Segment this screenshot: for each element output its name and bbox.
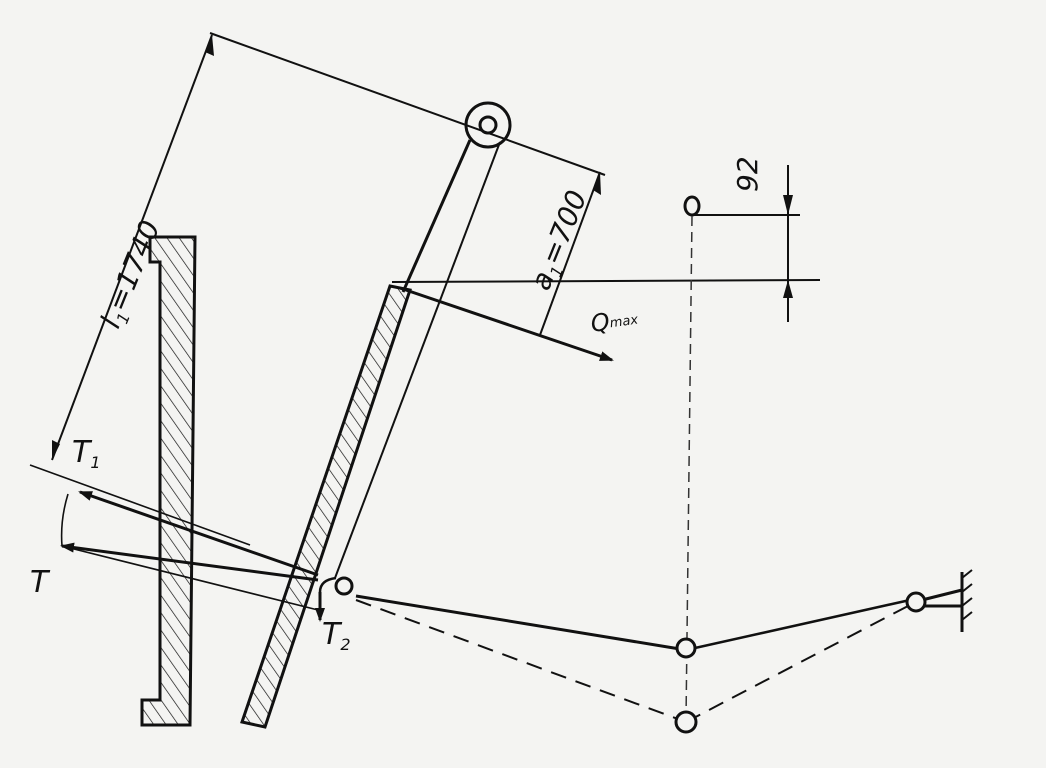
toggle-linkage [334,576,911,659]
vertical-guide [683,195,701,721]
svg-text:a1=700: a1=700 [524,186,596,296]
fixed-wall [140,235,197,727]
pivot-ring [464,101,512,149]
reference-line [391,279,821,283]
lever-arm [318,139,501,593]
label-t2: T2 [322,617,351,654]
force-qmax-arrow [399,286,614,362]
label-t1: T1 [72,435,101,472]
force-t-arrow [60,493,319,611]
label-qmax: Qmax [589,304,640,338]
toggle-linkage-dashed [355,599,909,734]
dimension-a1 [539,171,601,336]
force-t1-arrow [78,490,319,577]
svg-text:92: 92 [731,156,764,192]
fixed-support [905,569,973,632]
label-t: T [30,565,51,600]
dimension-l1 [29,32,606,546]
label-offset: 92 [731,156,764,192]
dimension-offset [694,165,800,322]
label-a1: a1=700 [524,186,596,296]
inclined-panel [240,284,412,729]
svg-text:Qmax: Qmax [589,304,640,338]
